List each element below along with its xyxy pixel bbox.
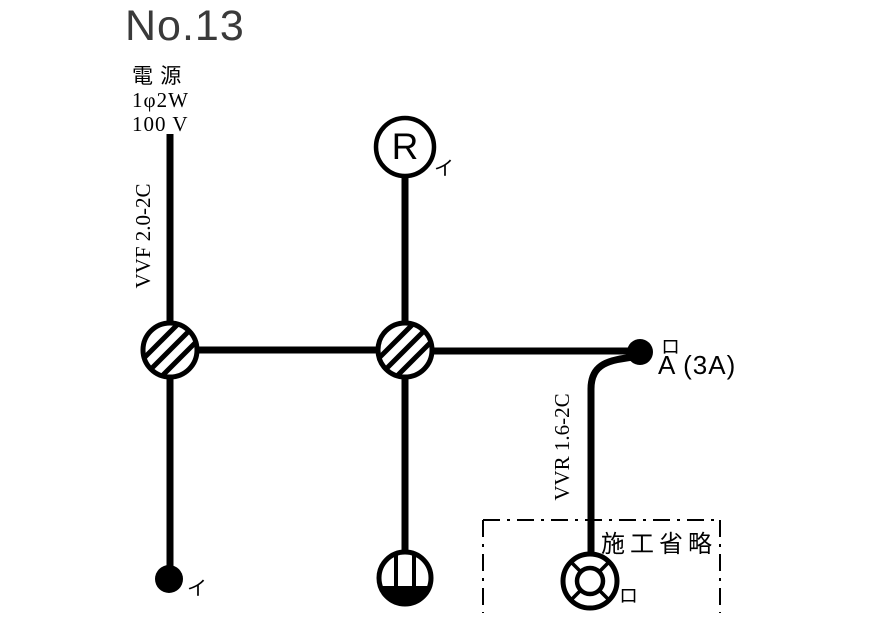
wall-switch-dot [155,565,183,593]
tag-ro-auto-switch: ロ [661,337,681,358]
lamp-receptacle-letter: R [391,126,419,167]
outdoor-light-symbol [560,551,620,611]
wire-auto-switch-to-outdoor-light [587,353,635,556]
omission-box [482,519,721,613]
power-phase-label: 1φ2W [132,88,189,112]
power-source-label: 電 源 [132,64,183,88]
tag-ro-outdoor-light: ロ [619,586,639,607]
outlet-symbol [376,549,434,607]
cable-label-vvr: VVR 1.6-2C [550,393,574,501]
power-voltage-label: 100 V [132,112,189,136]
tag-i-wall-switch: イ [187,578,207,600]
auto-switch-dot [627,339,653,365]
omission-label: 施工省略 [601,532,717,558]
tag-i-receptacle: イ [434,158,454,180]
junction-box-left [140,320,200,380]
cable-label-vvf: VVF 2.0-2C [131,183,155,289]
auto-switch-rating: A (3A) [658,350,737,380]
wires [166,134,635,567]
diagram-title: No.13 [125,2,245,50]
lamp-receptacle-symbol [373,115,437,179]
junction-box-center [375,320,435,380]
